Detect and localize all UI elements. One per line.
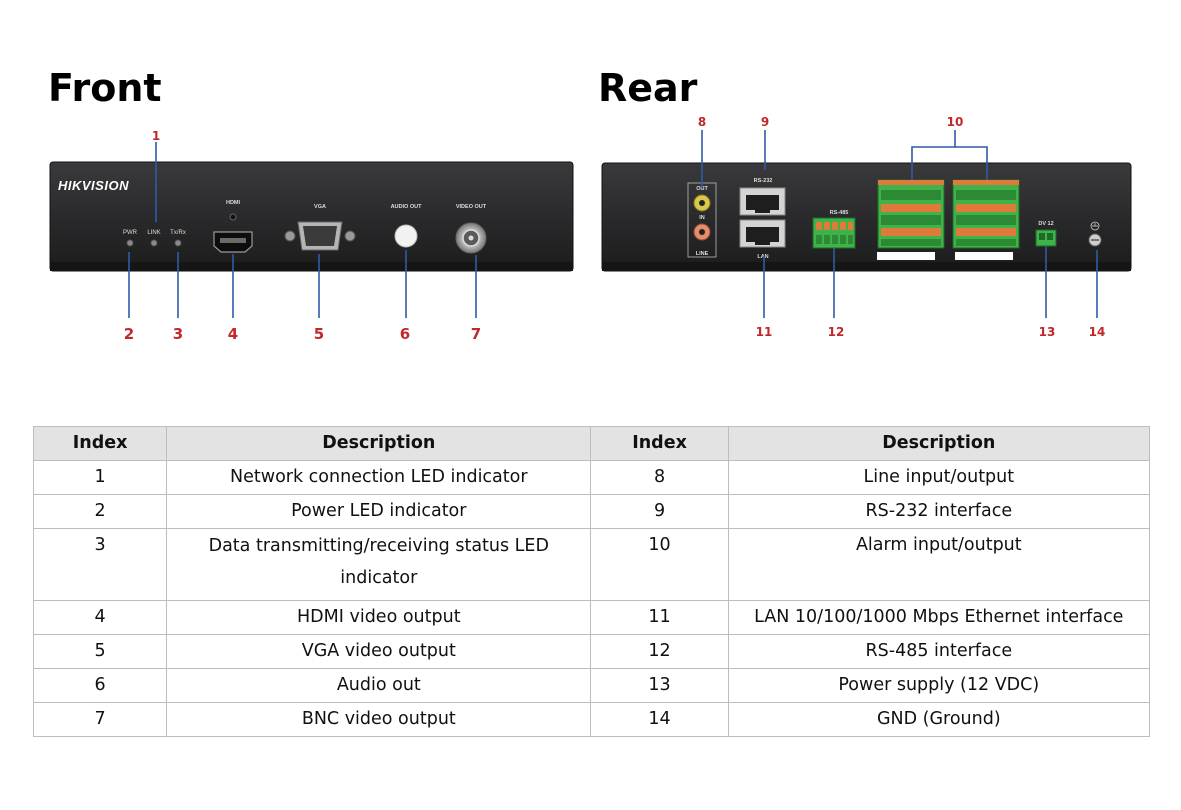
leader-10-bracket [911,146,988,180]
line-out-jack-hole [699,200,705,206]
bnc-pin [468,235,474,241]
table-row: 6 Audio out 13 Power supply (12 VDC) [32,668,1151,703]
header-description-1: Description [166,426,592,461]
ground-icon [1090,221,1100,231]
cell-index: 5 [32,634,168,669]
cell-description: Audio out [166,668,592,703]
cell-index: 2 [32,494,168,529]
table-row: 7 BNC video output 14 GND (Ground) [32,702,1151,737]
line-label: LINE [696,251,709,257]
cell-index: 8 [590,460,729,495]
cell-description: Data transmitting/receiving status LED i… [166,528,592,601]
front-panel: HIKVISION PWR LINK Tx/Rx HDMI VGA AUDIO … [49,129,574,343]
cell-index: 11 [590,600,729,635]
video-out-label: VIDEO OUT [456,204,487,210]
hdmi-label: HDMI [226,200,241,206]
cell-description: Network connection LED indicator [166,460,592,495]
vga-label: VGA [314,204,326,210]
cell-index: 9 [590,494,729,529]
table-header-row: Index Description Index Description [32,426,1151,461]
cell-index: 6 [32,668,168,703]
callout-2: 2 [124,325,134,343]
rs232-label: RS-232 [754,178,773,184]
rear-chassis-base [602,262,1131,271]
led-label-txrx: Tx/Rx [170,230,186,236]
index-table: Index Description Index Description 1 Ne… [32,426,1151,737]
cell-description: Alarm input/output [727,528,1151,601]
audio-out-label: AUDIO OUT [391,204,423,210]
table-row: 2 Power LED indicator 9 RS-232 interface [32,494,1151,529]
alarm-block-left [877,179,945,260]
vga-screw-left [284,230,296,242]
cell-description: RS-232 interface [727,494,1151,529]
rear-panel: OUT IN LINE RS-232 LAN RS-485 [601,115,1132,339]
rs232-port-inner [746,195,779,213]
callout-11: 11 [756,325,773,339]
header-description-2: Description [727,426,1151,461]
callout-4: 4 [228,325,238,343]
cell-description: HDMI video output [166,600,592,635]
cell-index: 3 [32,528,168,601]
callout-10: 10 [947,115,964,129]
callout-6: 6 [400,325,410,343]
callout-5: 5 [314,325,324,343]
table-row: 5 VGA video output 12 RS-485 interface [32,634,1151,669]
device-diagram: HIKVISION PWR LINK Tx/Rx HDMI VGA AUDIO … [49,115,1132,343]
cell-index: 14 [590,702,729,737]
dv12-label: DV 12 [1038,221,1053,227]
line-in-jack-hole [699,229,705,235]
rs485-label: RS-485 [830,210,849,216]
table-row: 3 Data transmitting/receiving status LED… [32,528,1151,601]
cell-description: VGA video output [166,634,592,669]
header-index-1: Index [32,426,168,461]
cell-index: 10 [590,528,729,601]
vga-port-inner [303,226,337,246]
rear-chassis [601,162,1132,272]
vga-screw-right [344,230,356,242]
line-out-label: OUT [696,186,708,192]
front-chassis-base [50,262,573,271]
callout-3: 3 [173,325,183,343]
front-heading: Front [48,66,162,110]
dv12-pin-b [1047,233,1053,240]
callout-8: 8 [698,115,706,129]
cell-description: Line input/output [727,460,1151,495]
hdmi-port-pins [220,238,246,243]
lan-label: LAN [757,254,768,260]
callout-9: 9 [761,115,769,129]
cell-index: 1 [32,460,168,495]
brand-logo: HIKVISION [58,178,129,193]
callout-12: 12 [828,325,845,339]
cell-description: RS-485 interface [727,634,1151,669]
callout-7: 7 [471,325,481,343]
pwr-led [126,239,134,247]
header-index-2: Index [590,426,729,461]
cell-description: BNC video output [166,702,592,737]
table-row: 4 HDMI video output 11 LAN 10/100/1000 M… [32,600,1151,635]
cell-index: 7 [32,702,168,737]
callout-14: 14 [1089,325,1106,339]
led-label-link: LINK [147,230,160,236]
audio-out-port [394,224,418,248]
led-label-pwr: PWR [123,230,138,236]
callout-13: 13 [1039,325,1056,339]
alarm-block-right [952,179,1020,260]
rear-heading: Rear [598,66,698,110]
screw-icon [229,213,237,221]
cell-index: 13 [590,668,729,703]
cell-description: Power supply (12 VDC) [727,668,1151,703]
cell-index: 4 [32,600,168,635]
cell-index: 12 [590,634,729,669]
txrx-led [174,239,182,247]
link-led [150,239,158,247]
lan-port-inner [746,227,779,245]
cell-description: GND (Ground) [727,702,1151,737]
rs485-screws [816,222,853,244]
table-row: 1 Network connection LED indicator 8 Lin… [32,460,1151,495]
cell-description: LAN 10/100/1000 Mbps Ethernet interface [727,600,1151,635]
line-in-label: IN [699,215,705,221]
callout-1: 1 [152,129,160,143]
dv12-pin-a [1039,233,1045,240]
cell-description: Power LED indicator [166,494,592,529]
